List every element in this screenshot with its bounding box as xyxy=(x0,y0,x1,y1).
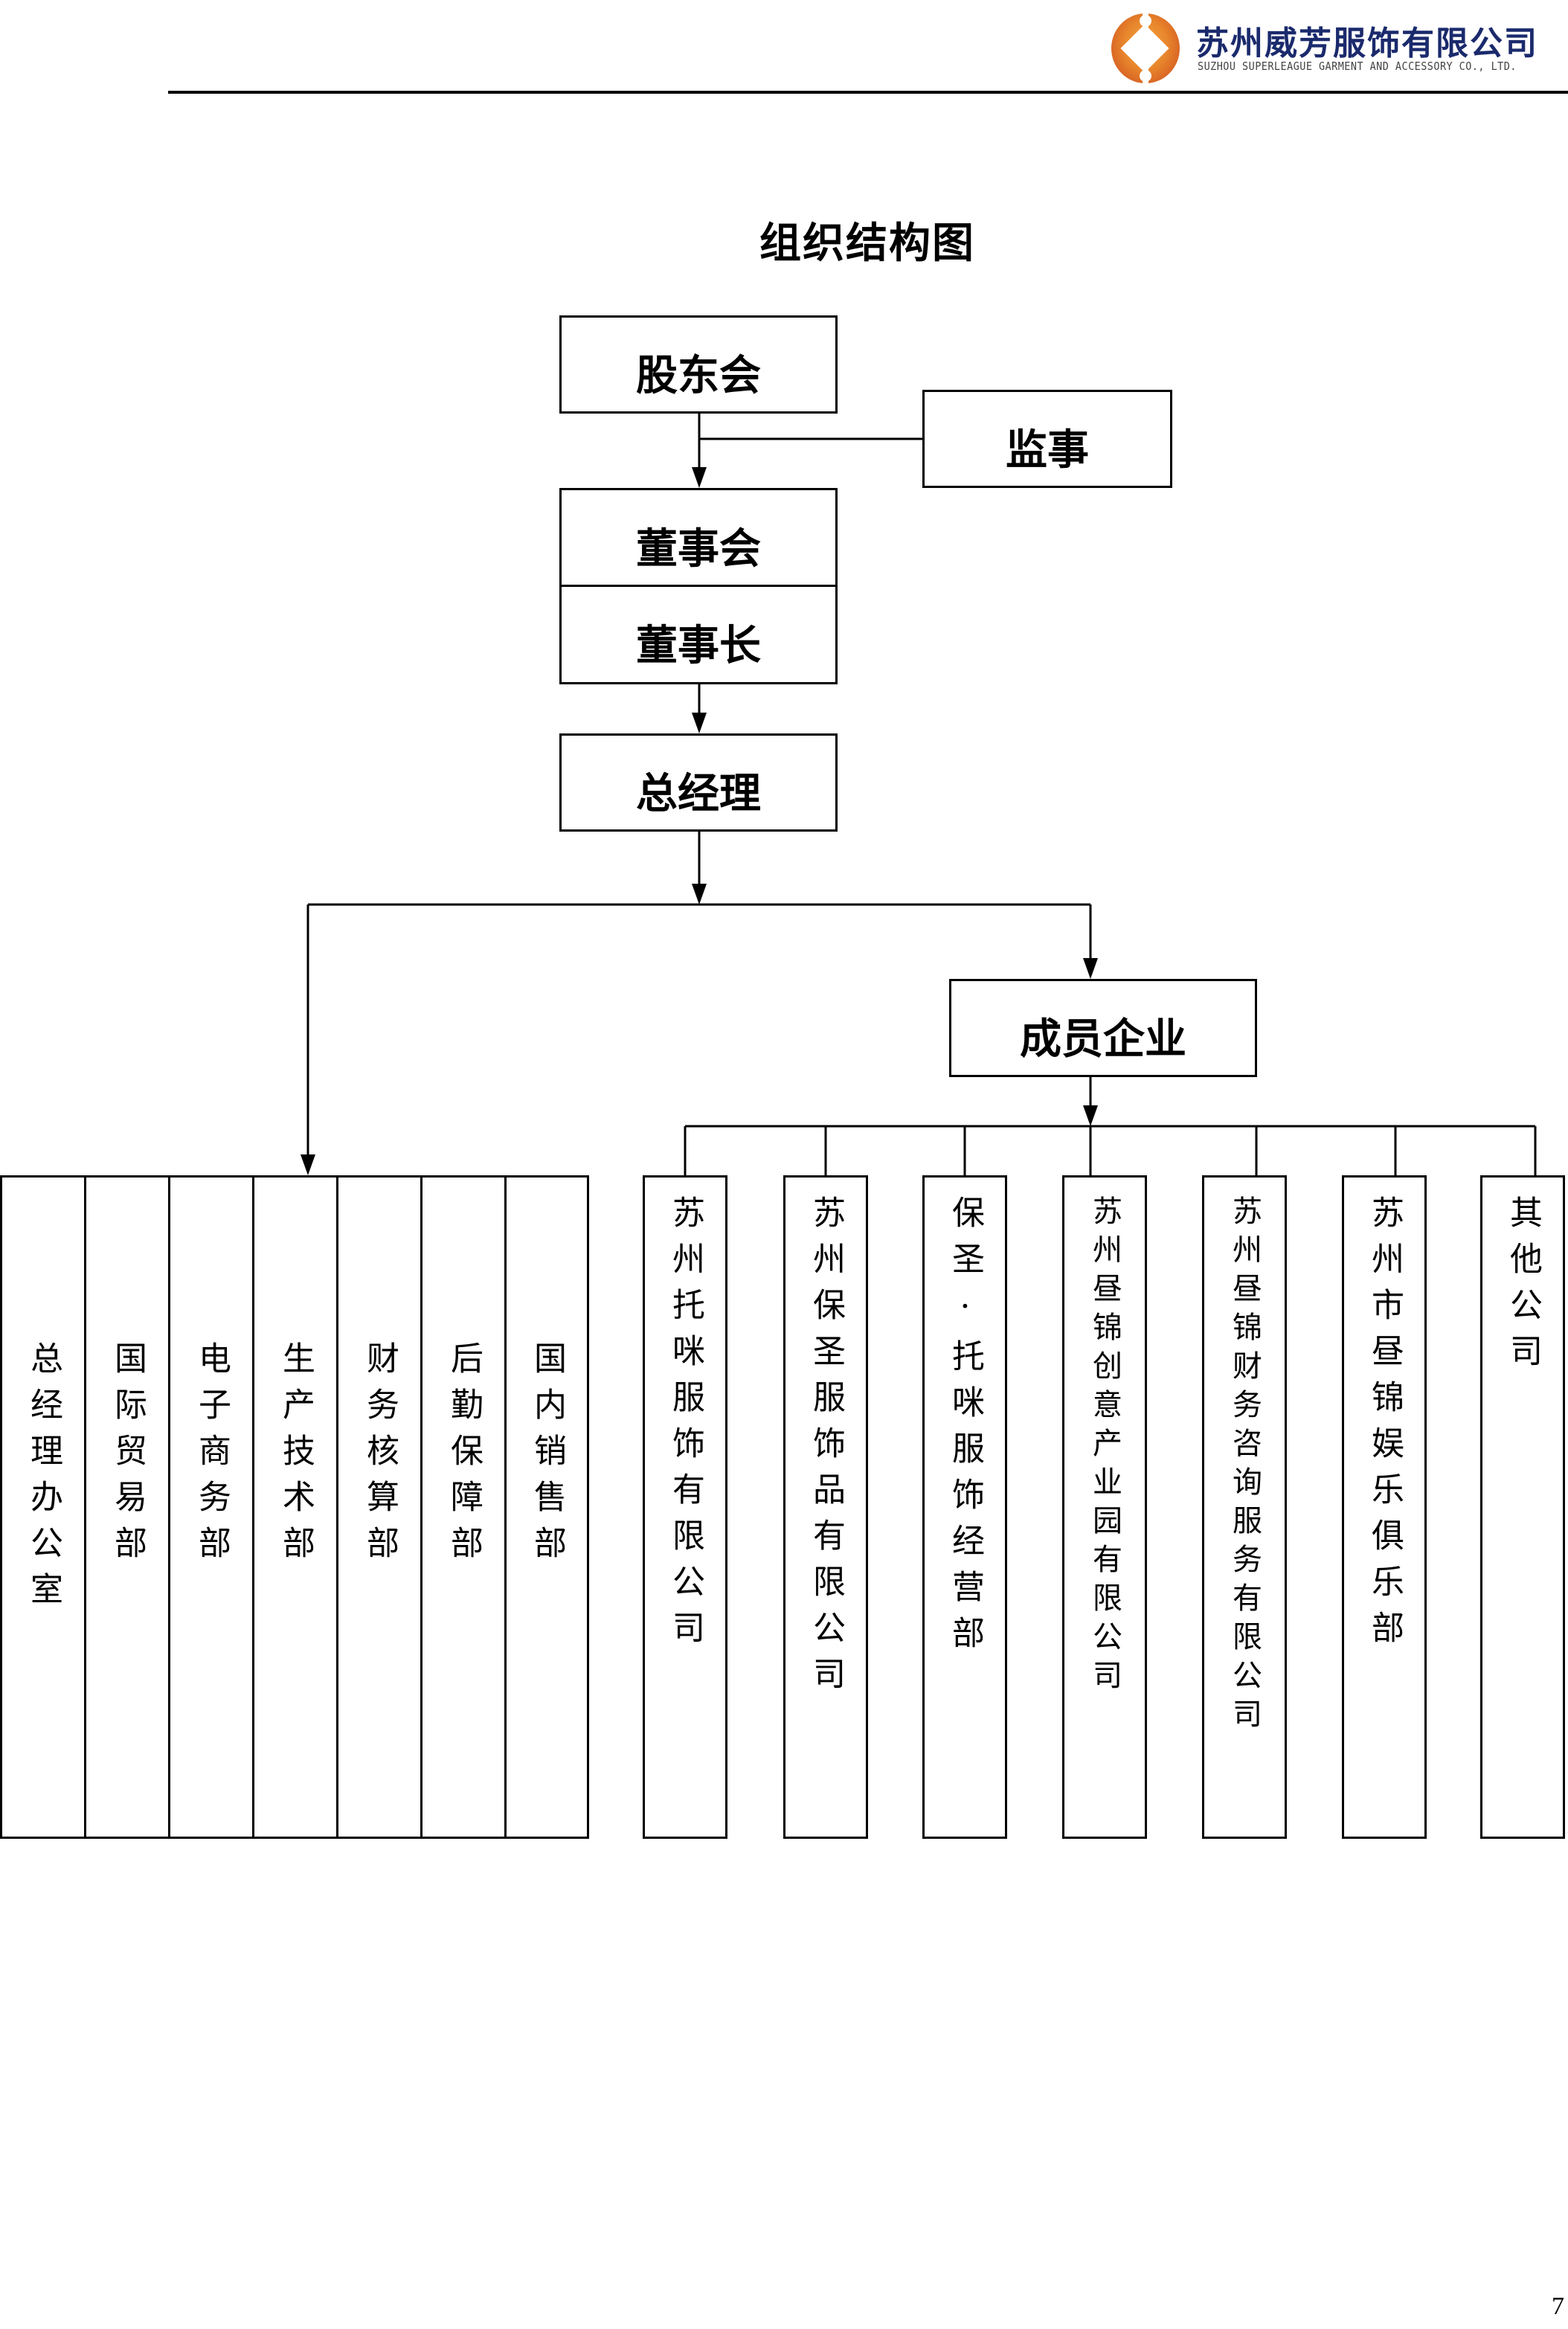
logo-dot-bottom xyxy=(1140,70,1151,82)
department-label: 后勤保障部 xyxy=(445,1341,483,1572)
member-company-box: 苏州昼锦财务咨询服务有限公司 xyxy=(1202,1175,1287,1839)
member-company-box: 苏州昼锦创意产业园有限公司 xyxy=(1062,1175,1147,1839)
department-box: 财务核算部 xyxy=(336,1175,422,1839)
department-box: 生产技术部 xyxy=(252,1175,338,1839)
member-company-box: 保圣·托咪服饰经营部 xyxy=(922,1175,1007,1839)
member-company-label: 保圣·托咪服饰经营部 xyxy=(946,1195,984,1662)
arrow-to-gm xyxy=(692,713,707,733)
company-name-en: SUZHOU SUPERLEAGUE GARMENT AND ACCESSORY… xyxy=(1198,60,1517,73)
member-company-label: 苏州保圣服饰品有限公司 xyxy=(807,1195,845,1703)
page-title: 组织结构图 xyxy=(759,219,975,268)
node-board: 董事会 xyxy=(559,488,838,588)
arrow-to-board xyxy=(692,467,707,488)
arrow-gm-junction xyxy=(692,884,707,905)
department-label: 国内销售部 xyxy=(528,1341,566,1572)
node-board-label: 董事会 xyxy=(636,524,761,574)
department-label: 生产技术部 xyxy=(277,1341,315,1572)
department-label: 国际贸易部 xyxy=(109,1341,147,1572)
member-company-box: 苏州托咪服饰有限公司 xyxy=(643,1175,727,1839)
member-company-box: 苏州市昼锦娱乐俱乐部 xyxy=(1342,1175,1427,1839)
department-box: 电子商务部 xyxy=(168,1175,254,1839)
node-shareholders-label: 股东会 xyxy=(636,351,761,400)
department-box: 后勤保障部 xyxy=(420,1175,507,1839)
arrow-to-departments xyxy=(301,1154,315,1175)
member-company-label: 苏州昼锦创意产业园有限公司 xyxy=(1087,1195,1122,1698)
arrow-to-member-enterprises xyxy=(1083,958,1098,979)
arrow-members-junction xyxy=(1083,1105,1098,1126)
node-general-manager-label: 总经理 xyxy=(636,769,761,818)
company-logo-icon xyxy=(1111,13,1180,83)
node-supervisor: 监事 xyxy=(922,390,1172,488)
member-company-label: 苏州市昼锦娱乐俱乐部 xyxy=(1366,1195,1404,1657)
header-divider xyxy=(168,91,1568,94)
department-label: 总经理办公室 xyxy=(25,1341,62,1618)
member-company-box: 苏州保圣服饰品有限公司 xyxy=(783,1175,868,1839)
node-member-enterprises: 成员企业 xyxy=(949,979,1257,1077)
page-number: 7 xyxy=(1552,2293,1564,2320)
member-company-box: 其他公司 xyxy=(1480,1175,1565,1839)
node-chairman-label: 董事长 xyxy=(636,621,761,670)
department-box: 总经理办公室 xyxy=(0,1175,86,1839)
department-box: 国内销售部 xyxy=(504,1175,589,1839)
company-name-cn: 苏州威芳服饰有限公司 xyxy=(1196,25,1538,62)
member-company-label: 苏州托咪服饰有限公司 xyxy=(666,1195,704,1657)
node-member-enterprises-label: 成员企业 xyxy=(1020,1015,1186,1064)
node-supervisor-label: 监事 xyxy=(1006,425,1089,475)
node-general-manager: 总经理 xyxy=(559,733,838,832)
department-box: 国际贸易部 xyxy=(84,1175,170,1839)
member-company-label: 其他公司 xyxy=(1504,1195,1542,1380)
department-label: 财务核算部 xyxy=(361,1341,399,1572)
node-chairman: 董事长 xyxy=(559,585,838,684)
logo-dot-top xyxy=(1140,15,1151,27)
member-company-label: 苏州昼锦财务咨询服务有限公司 xyxy=(1227,1195,1262,1737)
department-label: 电子商务部 xyxy=(193,1341,231,1572)
node-shareholders: 股东会 xyxy=(559,315,838,414)
